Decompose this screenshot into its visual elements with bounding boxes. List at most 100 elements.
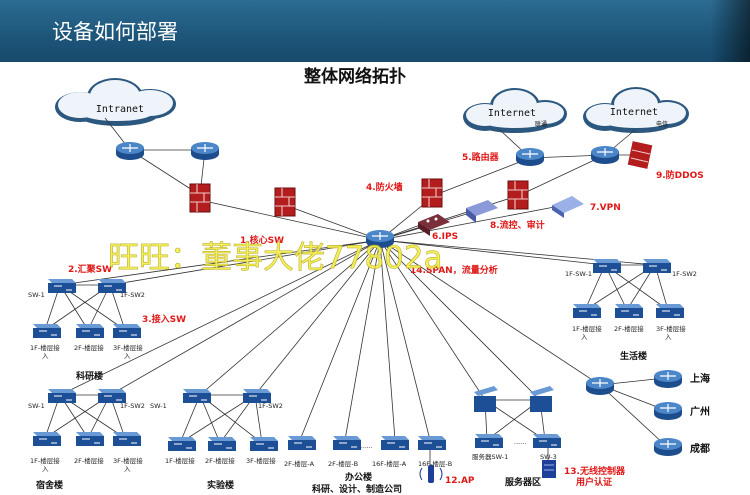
flow-audit-device: [466, 200, 498, 223]
research-agg-switch-1: [47, 278, 77, 294]
shanghai-router: [653, 369, 683, 389]
label-dorm-1f: 1F-楼层接: [30, 456, 60, 465]
label-dorm-sw2: 1F-SW2: [120, 402, 145, 410]
living-access-2f: [614, 303, 644, 319]
label-dorm-sw1: SW-1: [28, 402, 45, 410]
server-agg-switch-1: [474, 386, 498, 412]
dorm-access-1f: [32, 431, 62, 447]
label-research-sw2: 1F-SW2: [120, 291, 145, 299]
cloud-internet-1-label: Internet: [488, 108, 536, 119]
callout-access-switch: 3.接入SW: [142, 313, 186, 325]
label-office-16f-b: 16F-楼层-B: [418, 459, 452, 468]
ips-device: [418, 214, 450, 236]
callout-vpn: 7.VPN: [590, 203, 621, 213]
internet-router-1: [515, 147, 545, 167]
city-shanghai: 上海: [690, 372, 710, 385]
lab-access-2f: [207, 436, 237, 452]
firewall-2: [274, 187, 296, 217]
living-agg-switch-2: [642, 258, 672, 274]
building-lab: 实验楼: [207, 479, 234, 491]
building-office-sub: 科研、设计、制造公司: [312, 483, 402, 495]
dorm-agg-switch-1: [47, 388, 77, 404]
label-office-2f-a: 2F-楼层-A: [284, 459, 315, 468]
anti-ddos-device: [627, 141, 653, 169]
living-access-3f: [655, 303, 685, 319]
label-lab-sw1: SW-1: [150, 402, 167, 410]
label-research-3f: 3F-楼层接: [113, 343, 143, 352]
label-in-research-3: 入: [124, 352, 131, 360]
label-dorm-2f: 2F-楼层接: [74, 456, 104, 465]
office-access-16f-b: [417, 435, 447, 451]
label-in-research-1: 入: [42, 352, 49, 360]
building-office: 办公楼: [345, 471, 372, 483]
callout-router: 5.路由器: [462, 151, 500, 163]
cloud-internet-1-sub: 联通: [535, 120, 547, 128]
callout-aggregation-switch: 2.汇聚SW: [68, 263, 112, 275]
page-title: 设备如何部署: [52, 20, 178, 44]
intranet-router-2: [190, 141, 220, 161]
label-lab-sw2: 1F-SW2: [258, 402, 283, 410]
callout-flow-audit: 8.流控、审计: [490, 219, 545, 231]
label-lab-3f: 3F-楼层接: [246, 456, 276, 465]
label-research-sw1: SW-1: [28, 291, 45, 299]
label-server-sw3: SW-3: [540, 453, 557, 461]
header-bar: 设备如何部署: [0, 0, 750, 62]
label-in-dorm-1: 入: [42, 465, 49, 473]
cloud-internet-unicom: [463, 88, 567, 133]
header-shadow: [710, 0, 750, 62]
living-access-1f: [572, 303, 602, 319]
cloud-internet-2-sub: 电信: [656, 120, 668, 128]
label-dorm-3f: 3F-楼层接: [113, 456, 143, 465]
label-research-2f: 2F-楼层接: [74, 343, 104, 352]
wan-router: [585, 376, 615, 396]
label-living-3f: 3F-楼层接: [656, 324, 686, 333]
label-living-sw2: 1F-SW2: [672, 270, 697, 278]
callout-anti-ddos: 9.防DDOS: [656, 169, 704, 181]
firewall-4: [507, 180, 529, 210]
server-access-3: [532, 433, 562, 449]
label-server-sw1: 服务器SW-1: [472, 452, 508, 461]
building-server: 服务器区: [505, 476, 541, 488]
city-guangzhou: 广州: [690, 405, 710, 418]
label-in-living-3: 入: [665, 333, 672, 341]
label-office-16f-a: 16F-楼层-A: [372, 459, 407, 468]
label-in-living-1: 入: [581, 333, 588, 341]
firewall-1: [189, 183, 211, 213]
dorm-access-2f: [75, 431, 105, 447]
building-living: 生活楼: [620, 350, 647, 362]
server-access-1: [474, 433, 504, 449]
callout-wlc-line1: 13.无线控制器: [564, 465, 626, 477]
label-living-1f: 1F-楼层接: [572, 324, 602, 333]
label-lab-1f: 1F-楼层接: [165, 456, 195, 465]
label-office-dots: ......: [360, 442, 372, 450]
office-access-2f-a: [287, 435, 317, 451]
label-in-dorm-3: 入: [124, 465, 131, 473]
label-server-dots: ......: [514, 438, 526, 446]
living-agg-switch-1: [592, 258, 622, 274]
cloud-intranet-label: Intranet: [96, 104, 144, 115]
research-access-3f: [112, 323, 142, 339]
callout-core-switch: 1.核心SW: [240, 234, 284, 246]
wireless-controller: [542, 460, 556, 478]
callout-firewall: 4.防火墙: [366, 181, 403, 193]
building-dorm: 宿舍楼: [36, 479, 63, 491]
callout-ap: 12.AP: [445, 476, 475, 486]
research-access-1f: [32, 323, 62, 339]
firewall-3: [421, 178, 443, 208]
server-agg-switch-2: [530, 386, 554, 412]
diagram-title: 整体网络拓扑: [304, 66, 406, 87]
label-lab-2f: 2F-楼层接: [205, 456, 235, 465]
building-research: 科研楼: [76, 370, 103, 382]
label-research-1f: 1F-楼层接: [30, 343, 60, 352]
label-living-sw1: 1F-SW-1: [565, 270, 592, 278]
city-chengdu: 成都: [690, 442, 710, 455]
vpn-device: [552, 196, 584, 218]
callout-ips: 6.IPS: [432, 232, 458, 242]
label-office-2f-b: 2F-楼层-B: [328, 459, 358, 468]
label-living-2f: 2F-楼层接: [614, 324, 644, 333]
lab-access-3f: [249, 436, 279, 452]
lab-access-1f: [167, 436, 197, 452]
callout-wlc-line2: 用户认证: [575, 476, 612, 488]
access-point: [419, 465, 443, 483]
